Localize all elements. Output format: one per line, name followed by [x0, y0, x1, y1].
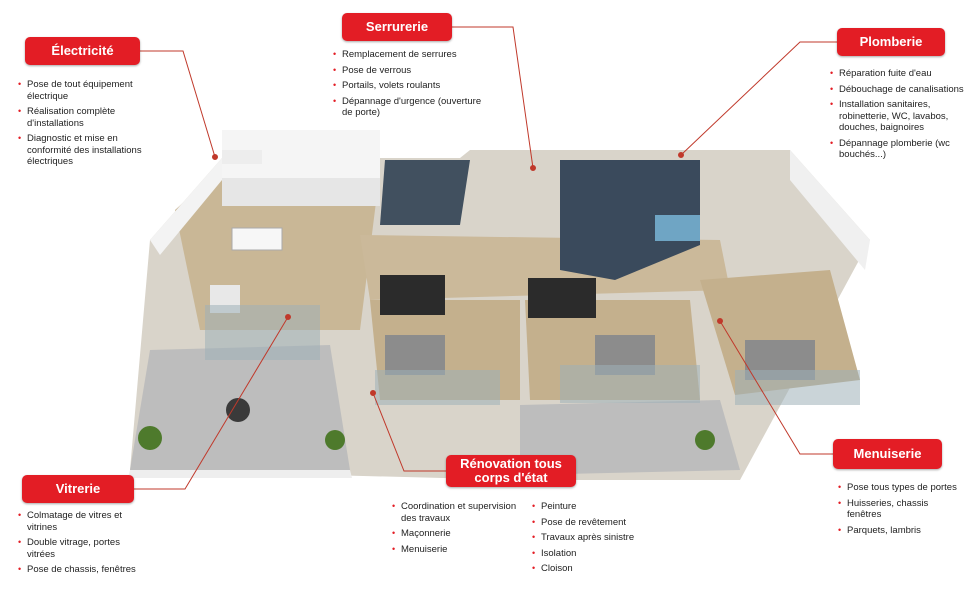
- vitrerie-badge: Vitrerie: [22, 475, 134, 503]
- glass-front-bedroom-3: [735, 370, 860, 405]
- electricite-badge: Électricité: [25, 37, 140, 65]
- wardrobe-1: [380, 275, 445, 315]
- list-item: Portails, volets roulants: [333, 80, 483, 92]
- menuiserie-badge: Menuiserie: [833, 439, 942, 469]
- renovation-badge: Rénovation tous corps d'état: [446, 455, 576, 487]
- leader-electricite: [140, 50, 216, 158]
- list-item: Colmatage de vitres et vitrines: [18, 510, 148, 533]
- leader-menuiserie-dot: [717, 318, 723, 324]
- list-item: Travaux après sinistre: [532, 532, 642, 544]
- list-item: Réalisation complète d'installations: [18, 106, 148, 129]
- leader-serrurerie: [452, 26, 534, 169]
- renovation-list-right: Peinture Pose de revêtement Travaux aprè…: [532, 501, 642, 579]
- list-item: Dépannage plomberie (wc bouchés...): [830, 138, 970, 161]
- terrace-parapet: [128, 470, 352, 478]
- leader-vitrerie: [134, 316, 289, 490]
- plant-right-terrace: [695, 430, 715, 450]
- leader-vitrerie-dot: [285, 314, 291, 320]
- terrace-table: [226, 398, 250, 422]
- left-wall: [150, 158, 222, 255]
- right-wall: [790, 150, 870, 270]
- list-item: Pose de verrous: [333, 65, 483, 77]
- plant-terrace: [325, 430, 345, 450]
- plomberie-list: Réparation fuite d'eau Débouchage de can…: [830, 68, 970, 165]
- list-item: Diagnostic et mise en conformité des ins…: [18, 133, 148, 168]
- list-item: Pose de revêtement: [532, 517, 642, 529]
- glass-front-living: [205, 305, 320, 360]
- vitrerie-list: Colmatage de vitres et vitrines Double v…: [18, 510, 148, 580]
- list-item: Double vitrage, portes vitrées: [18, 537, 148, 560]
- renovation-list-left: Coordination et supervision des travaux …: [392, 501, 522, 559]
- list-item: Parquets, lambris: [838, 525, 963, 537]
- kitchen-cabinet: [222, 150, 262, 164]
- bathroom: [560, 160, 700, 280]
- glass-front-bedroom-2: [560, 365, 700, 403]
- list-item: Pose de chassis, fenêtres: [18, 564, 148, 576]
- serrurerie-badge: Serrurerie: [342, 13, 452, 41]
- list-item: Installation sanitaires, robinetterie, W…: [830, 99, 970, 134]
- list-item: Peinture: [532, 501, 642, 513]
- glass-front-bedroom-1: [375, 370, 500, 405]
- kitchen-counter: [222, 178, 380, 206]
- leader-menuiserie: [719, 320, 833, 455]
- leader-renovation-dot: [370, 390, 376, 396]
- list-item: Débouchage de canalisations: [830, 84, 970, 96]
- list-item: Coordination et supervision des travaux: [392, 501, 522, 524]
- list-item: Huisseries, chassis fenêtres: [838, 498, 963, 521]
- wardrobe-2: [528, 278, 596, 318]
- dining-table: [231, 227, 283, 251]
- leader-serrurerie-dot: [530, 165, 536, 171]
- list-item: Cloison: [532, 563, 642, 575]
- menuiserie-list: Pose tous types de portes Huisseries, ch…: [838, 482, 963, 540]
- leader-plomberie: [680, 41, 837, 156]
- list-item: Pose tous types de portes: [838, 482, 963, 494]
- plant-left: [138, 426, 162, 450]
- serrurerie-list: Remplacement de serrures Pose de verrous…: [333, 49, 483, 123]
- list-item: Réparation fuite d'eau: [830, 68, 970, 80]
- list-item: Menuiserie: [392, 544, 522, 556]
- bed-1: [385, 335, 445, 375]
- list-item: Maçonnerie: [392, 528, 522, 540]
- list-item: Isolation: [532, 548, 642, 560]
- electricite-list: Pose de tout équipement électrique Réali…: [18, 79, 148, 172]
- leader-electricite-dot: [212, 154, 218, 160]
- list-item: Dépannage d'urgence (ouverture de porte): [333, 96, 483, 119]
- bathtub: [655, 215, 700, 241]
- shower-room: [380, 160, 470, 225]
- list-item: Remplacement de serrures: [333, 49, 483, 61]
- bedroom-3-floor: [700, 270, 860, 395]
- leader-plomberie-dot: [678, 152, 684, 158]
- plomberie-badge: Plomberie: [837, 28, 945, 56]
- leader-renovation: [372, 392, 446, 472]
- leader-lines: [134, 26, 837, 490]
- list-item: Pose de tout équipement électrique: [18, 79, 148, 102]
